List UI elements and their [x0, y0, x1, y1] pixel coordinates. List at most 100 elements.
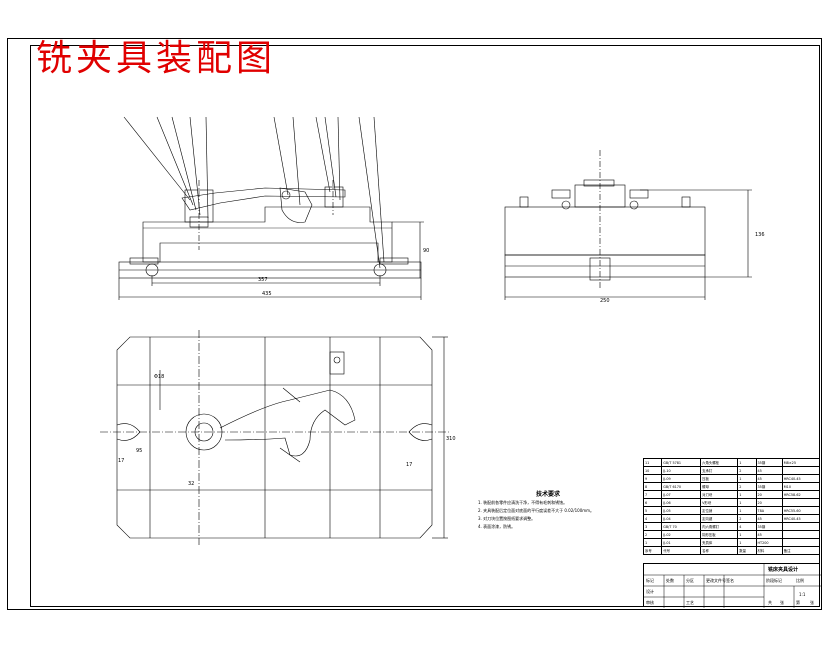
bom-cell: 对刀块 — [700, 490, 739, 499]
bom-cell: HRC40-45 — [781, 474, 821, 483]
bom-header-row: 序号代号名称数量材料备注 — [642, 546, 821, 555]
bom-cell: 内六角螺钉 — [700, 522, 739, 531]
drawing-title: 铣夹具装配图 — [36, 38, 277, 79]
title-block: 铣床夹具设计 标记 处数 分区 更改文件号 签名 设计 审核 工艺 阶段标记 比… — [643, 563, 821, 608]
bom-cell: JJ-02 — [661, 530, 702, 539]
bom-cell: GB/T 5781 — [661, 458, 702, 467]
dim-side-width: 250 — [600, 298, 610, 304]
bom-cell: 3 — [642, 522, 663, 531]
bom-cell: V形块 — [700, 498, 739, 507]
bom-cell: 1 — [737, 458, 757, 467]
tb-stage: 阶段标记 — [766, 578, 782, 583]
dim-top-offset: Φ18 — [154, 374, 164, 380]
outer-border — [7, 38, 822, 610]
tb-label: 处数 — [666, 578, 674, 583]
bom-cell: 2 — [642, 530, 663, 539]
bom-cell: 2 — [737, 466, 757, 475]
bom-cell: M10 — [781, 482, 821, 491]
tb-label: 签名 — [726, 578, 734, 583]
bom-cell: 35钢 — [755, 458, 783, 467]
bom-cell: 1 — [737, 538, 757, 547]
bom-cell: JJ-09 — [661, 474, 702, 483]
bom-cell: 材料 — [755, 546, 783, 555]
bom-cell: HRC40-45 — [781, 514, 821, 523]
bom-cell: 11 — [642, 458, 663, 467]
bom-cell: T8A — [755, 506, 783, 515]
bom-cell: 4 — [642, 514, 663, 523]
bom-cell: JJ-01 — [661, 538, 702, 547]
bom-cell: 9 — [642, 474, 663, 483]
note-item: 4. 表面涂漆，防锈。 — [478, 524, 516, 529]
bom-cell: 序号 — [642, 546, 663, 555]
bom-cell: 7 — [642, 490, 663, 499]
bom-cell: 1 — [737, 498, 757, 507]
bom-cell: HRC55-60 — [781, 506, 821, 515]
note-item: 2. 夹具装配后定位面对底面的平行度误差不大于 0.02/100mm。 — [478, 508, 595, 513]
bom-cell: 45 — [755, 514, 783, 523]
bom-cell: GB/T 6170 — [661, 482, 702, 491]
top-view: 310 Φ18 32 17 17 95 — [100, 330, 456, 545]
tb-scale: 1:1 — [799, 592, 806, 597]
dim-slot-right: 17 — [406, 462, 412, 468]
dim-top-bottom: 32 — [188, 481, 194, 487]
bom-cell: 2 — [737, 514, 757, 523]
bom-cell — [781, 530, 821, 539]
bom-cell: M8×25 — [781, 458, 821, 467]
side-view: 250 136 — [504, 150, 765, 304]
bom-cell: GB/T 70 — [661, 522, 702, 531]
dim-top-height: 310 — [446, 436, 456, 442]
bom-cell: 螺母 — [700, 482, 739, 491]
bom-cell: 1 — [642, 538, 663, 547]
dim-front-inner: 357 — [258, 277, 268, 283]
tb-role: 审核 — [646, 600, 654, 605]
bom-cell: JJ-05 — [661, 506, 702, 515]
bom-cell: JJ-07 — [661, 490, 702, 499]
bom-cell: 数量 — [737, 546, 757, 555]
tb-label: 分区 — [686, 578, 694, 583]
inner-border — [30, 45, 820, 607]
bom-cell — [781, 522, 821, 531]
bom-cell: 钩形压板 — [700, 530, 739, 539]
bom-cell: HRC58-62 — [781, 490, 821, 499]
dim-front-height: 90 — [423, 248, 429, 254]
front-view: 357 435 90 — [118, 116, 429, 300]
bom-cell: 名称 — [700, 546, 739, 555]
tb-role: 设计 — [646, 589, 654, 594]
bom-cell: 定位销 — [700, 506, 739, 515]
bom-cell: 8 — [642, 482, 663, 491]
bom-cell: 6 — [642, 498, 663, 507]
bom-cell: 1 — [737, 530, 757, 539]
bom-cell: 1 — [737, 490, 757, 499]
bom-cell: 代号 — [661, 546, 702, 555]
note-item: 3. 对刀块位置按图纸要求调整。 — [478, 516, 536, 521]
bom-cell: 20 — [755, 498, 783, 507]
tb-label: 标记 — [646, 578, 654, 583]
title-block-name: 铣床夹具设计 — [768, 567, 799, 573]
bom-cell — [781, 466, 821, 475]
bom-cell: 20 — [755, 490, 783, 499]
bom-cell: 六角头螺栓 — [700, 458, 739, 467]
bom-cell: 5 — [642, 506, 663, 515]
technical-notes: 技术要求 1. 装配前各零件应清洗干净，不得有毛刺和锈蚀。 2. 夹具装配后定位… — [478, 491, 638, 531]
dim-top-center: 95 — [136, 448, 142, 454]
tb-sheet: 张 — [810, 600, 814, 605]
bom-cell: 备注 — [781, 546, 821, 555]
bom-cell: 压板 — [700, 474, 739, 483]
bom-cell: 1 — [737, 474, 757, 483]
bom-cell: 定向键 — [700, 514, 739, 523]
dim-front-outer: 435 — [262, 291, 272, 297]
tb-sheet: 张 — [780, 600, 784, 605]
bom-cell: JJ-04 — [661, 514, 702, 523]
tb-sheet: 共 — [768, 600, 772, 605]
bom-cell: 支承钉 — [700, 466, 739, 475]
